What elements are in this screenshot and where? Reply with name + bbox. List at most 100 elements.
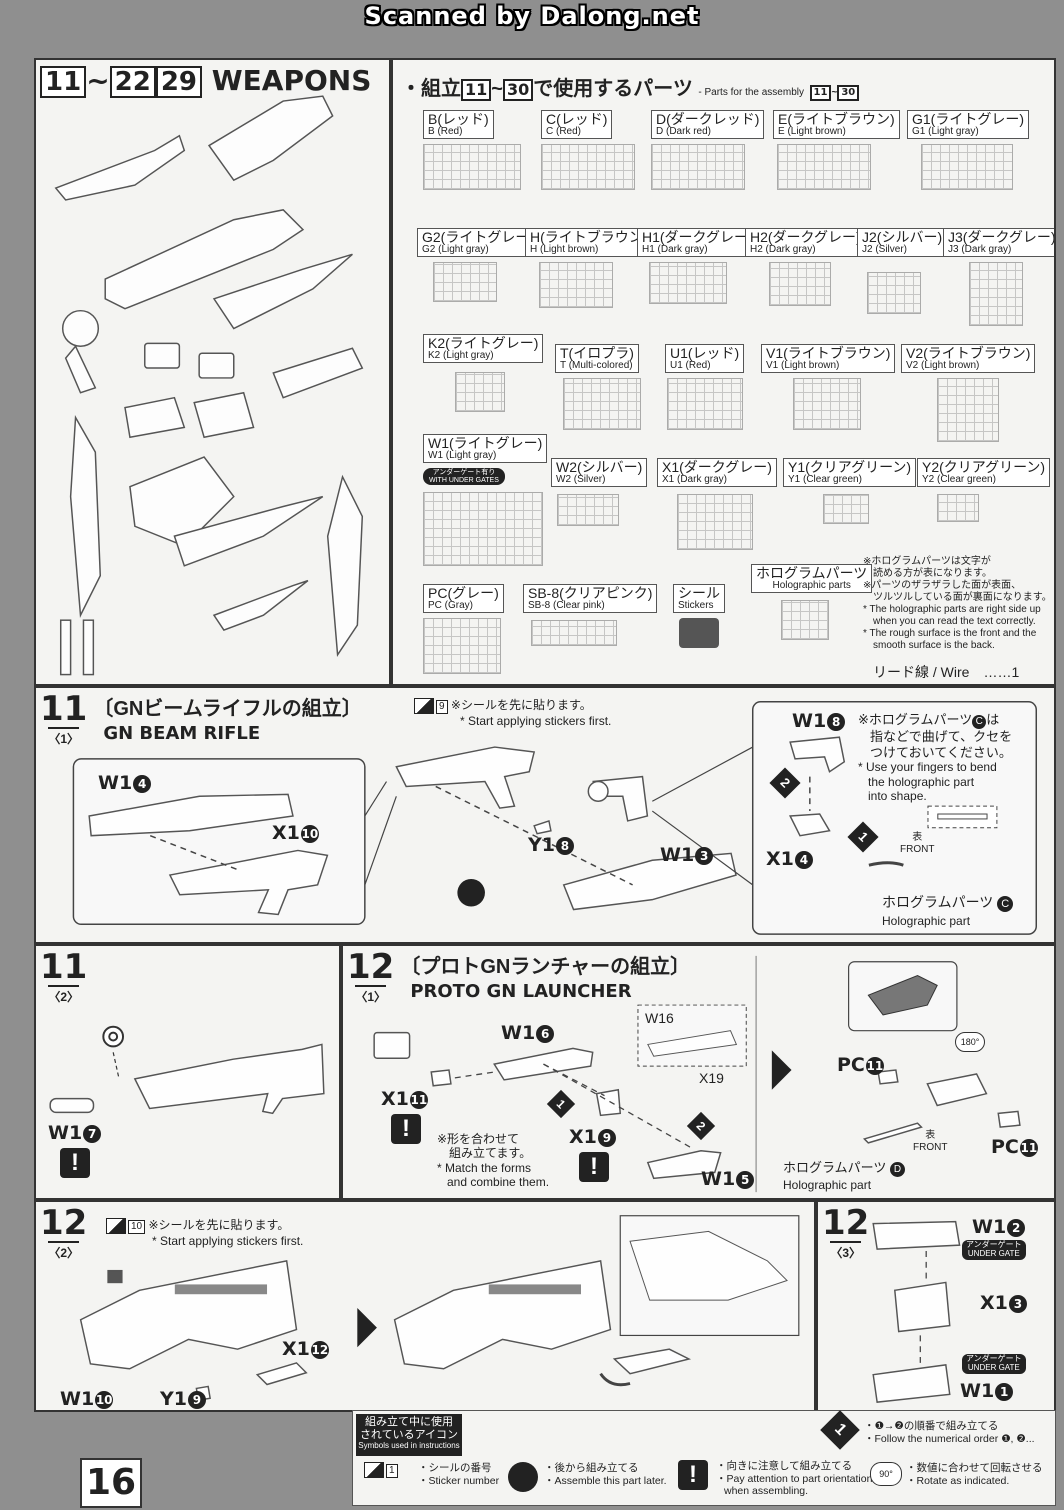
runner-h2-image xyxy=(769,262,831,306)
weapons-step-c: 29 xyxy=(155,66,203,98)
runner-y2: Y2(クリアグリーン)Y2 (Clear green) xyxy=(917,458,1051,488)
legend-order-text: ・❶→❷の順番で組み立てる・Follow the numerical order… xyxy=(864,1420,1035,1445)
step-12-2-badge: 12〈2〉 xyxy=(40,1203,88,1260)
runner-c-image xyxy=(541,144,635,190)
weapons-step-b: 22 xyxy=(109,66,156,98)
rotate-icon: 180° xyxy=(955,1032,985,1052)
step-12-1-illustration xyxy=(373,955,1021,1193)
parts-tilde: ~ xyxy=(491,78,503,100)
runner-d: D(ダークレッド)D (Dark red) xyxy=(651,110,765,140)
stickers-image xyxy=(679,618,719,648)
runner-c: C(レッド)C (Red) xyxy=(541,110,613,140)
legend-later-text: ・後から組み立てる・Assemble this part later. xyxy=(544,1462,667,1487)
runner-v2-image xyxy=(937,378,999,442)
step-12-2-illustration xyxy=(79,1215,800,1402)
step-11-1-en-title: GN BEAM RIFLE xyxy=(103,723,261,744)
legend-sticker: 1 xyxy=(364,1462,398,1478)
step-12-3-illustration xyxy=(872,1220,961,1403)
runner-h-image xyxy=(539,262,613,308)
runner-k2-image xyxy=(455,372,505,412)
sticker-number: 9 xyxy=(436,700,448,715)
parts-step-from: 11 xyxy=(461,79,492,101)
sticker-icon xyxy=(106,1218,126,1234)
sticker-jp: ※シールを先に貼ります。 xyxy=(148,1218,290,1233)
parts-header-prefix: ・組立 xyxy=(401,78,461,100)
runner-j3: J3(ダークグレー)J3 (Dark gray) xyxy=(943,228,1054,258)
step-11-1-heading: 11〈1〉 〔GNビームライフルの組立〕GN BEAM RIFLE xyxy=(40,692,362,747)
runner-h2: H2(ダークグレー)H2 (Dark gray) xyxy=(745,228,866,258)
legend-orient-text: ・向きに注意して組み立てる・Pay attention to part orie… xyxy=(716,1460,873,1498)
step-12-2-heading: 12〈2〉 xyxy=(40,1206,87,1261)
runner-g2-image xyxy=(433,262,497,302)
step-12-3-badge: 12〈3〉 xyxy=(822,1203,870,1260)
runner-pc-image xyxy=(423,618,501,674)
parts-header-en: - Parts for the assembly xyxy=(698,87,804,98)
inset-w1-6: W16 xyxy=(645,1010,674,1026)
runner-b: B(レッド)B (Red) xyxy=(423,110,494,140)
step-12-1-panel: 12〈1〉 〔プロトGNランチャーの組立〕 PROTO GN LAUNCHER W… xyxy=(341,944,1056,1200)
runner-y1: Y1(クリアグリーン)Y1 (Clear green) xyxy=(783,458,917,488)
step-12-1-en-title: PROTO GN LAUNCHER xyxy=(410,981,632,1002)
runner-u1-image xyxy=(667,378,743,430)
sticker-number: 10 xyxy=(128,1220,146,1235)
step-11-1-sticker-note: 9 ※シールを先に貼ります。 * Start applying stickers… xyxy=(414,698,611,729)
runner-pc: PC(グレー)PC (Gray) xyxy=(423,584,504,614)
runner-holographic-image xyxy=(781,600,829,640)
step-12-2-sticker-note: 10 ※シールを先に貼ります。 * Start applying sticker… xyxy=(106,1218,303,1249)
legend-rotate-icon: 90° xyxy=(870,1462,902,1486)
runner-t-image xyxy=(563,378,641,430)
parts-header-en-tilde: ~ xyxy=(831,87,838,98)
step-12-1-badge: 12〈1〉 xyxy=(347,947,395,1004)
legend-rotate-text: ・数値に合わせて回転させる・Rotate as indicated. xyxy=(906,1462,1043,1487)
step-11-1-panel: 11〈1〉 〔GNビームライフルの組立〕GN BEAM RIFLE 9 ※シール… xyxy=(34,686,1056,944)
runner-j3-image xyxy=(969,262,1023,326)
weapons-step-a: 11 xyxy=(40,66,87,98)
legend-attention-icon: ! xyxy=(678,1460,708,1490)
runner-v1-image xyxy=(793,378,861,430)
step-11-1-illustration xyxy=(72,701,1038,935)
runner-e: E(ライトブラウン)E (Light brown) xyxy=(773,110,900,140)
step-12-1-jp-title: 〔プロトGNランチャーの組立〕 xyxy=(400,956,691,978)
runner-g2: G2(ライトグレー)G2 (Light gray) xyxy=(417,228,539,258)
parts-header-en-from: 11 xyxy=(809,85,832,101)
runner-h1: H1(ダークグレー)H1 (Dark gray) xyxy=(637,228,758,258)
runner-e-image xyxy=(777,144,871,190)
runner-x1: X1(ダークグレー)X1 (Dark gray) xyxy=(657,458,777,488)
sticker-en: * Start applying stickers first. xyxy=(460,714,612,729)
runner-v1: V1(ライトブラウン)V1 (Light brown) xyxy=(761,344,896,374)
attention-icon: ! xyxy=(579,1152,609,1182)
holo-notes: ※ホログラムパーツは文字が 読める方が表になります。 ※パーツのザラザラした面が… xyxy=(863,556,1052,651)
runner-t: T(イロプラ)T (Multi-colored) xyxy=(555,344,639,374)
runner-y1-image xyxy=(823,494,869,524)
step-12-2-panel: 12〈2〉 10 ※シールを先に貼ります。 * Start applying s… xyxy=(34,1200,816,1412)
wire-count: リード線 / Wire ……1 xyxy=(873,664,1020,680)
runner-j2: J2(シルバー)J2 (Silver) xyxy=(857,228,948,258)
inset-x1-9: X19 xyxy=(699,1070,724,1086)
step-12-1-holo-part-label: ホログラムパーツ D Holographic part xyxy=(783,1160,905,1193)
weapons-illustration xyxy=(54,95,364,676)
runner-w2: W2(シルバー)W2 (Silver) xyxy=(551,458,648,488)
legend-sticker-text: ・シールの番号・Sticker number xyxy=(418,1462,500,1487)
runner-g1-image xyxy=(921,144,1013,190)
